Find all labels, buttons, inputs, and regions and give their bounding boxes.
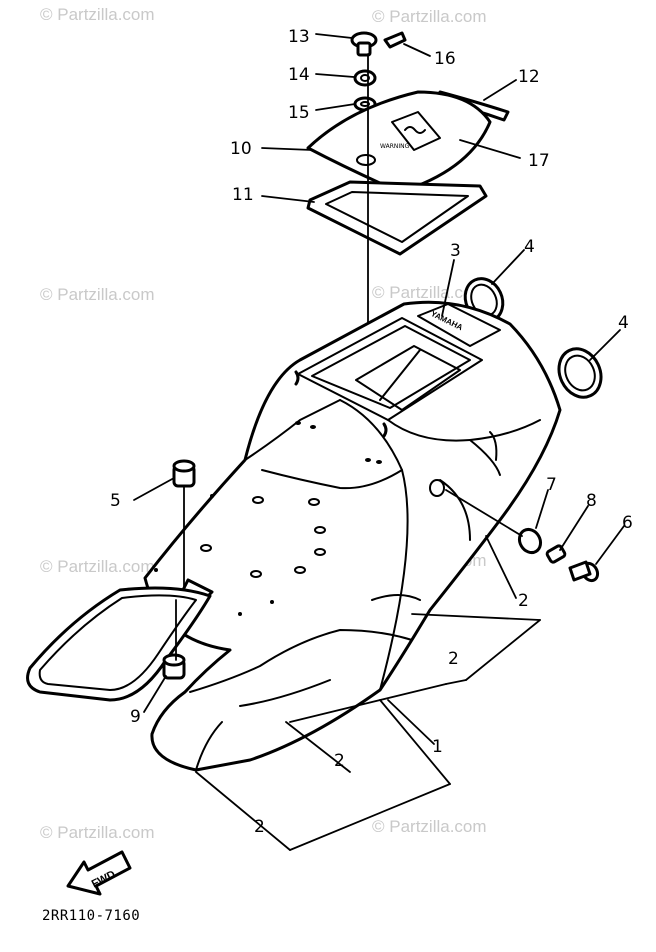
- callout-4-lower: 4: [618, 313, 629, 333]
- watermark: © Partzilla.com: [40, 557, 155, 576]
- callout-14: 14: [288, 65, 310, 85]
- leader-lines: [133, 33, 625, 851]
- callout-5: 5: [110, 491, 121, 511]
- callout-2-b: 2: [448, 649, 459, 669]
- callout-2-c: 2: [334, 751, 345, 771]
- strap-part: [26, 586, 212, 702]
- watermark: © Partzilla.com: [40, 823, 155, 842]
- damper-lower-part: [162, 653, 186, 680]
- side-grommet-part: [517, 527, 543, 555]
- callouts: 13 16 14 15 12 10 17 11 3 4 4 5 7 8 6 2 …: [110, 27, 633, 837]
- forward-arrow-icon: FWD: [66, 850, 132, 896]
- callout-16: 16: [434, 49, 456, 69]
- callout-7: 7: [546, 475, 557, 495]
- collar-part: [545, 544, 567, 564]
- callout-2-a: 2: [518, 591, 529, 611]
- callout-4-upper: 4: [524, 237, 535, 257]
- watermark: © Partzilla.com: [40, 285, 155, 304]
- callout-9: 9: [130, 707, 141, 727]
- bolt-part: [568, 560, 600, 583]
- callout-2-d: 2: [254, 817, 265, 837]
- callout-17: 17: [528, 151, 550, 171]
- callout-11: 11: [232, 185, 254, 205]
- clip-part: [383, 31, 407, 49]
- damper-part: [172, 459, 196, 488]
- callout-8: 8: [586, 491, 597, 511]
- grommet-part: [557, 347, 603, 399]
- cover-plate-part: WARNING: [306, 90, 492, 194]
- watermark: © Partzilla.com: [372, 817, 487, 836]
- callout-10: 10: [230, 139, 252, 159]
- watermark: © Partzilla.com: [372, 283, 487, 302]
- callout-3: 3: [450, 241, 461, 261]
- watermark: © Partzilla.com: [372, 7, 487, 26]
- watermark: © Partzilla.com: [40, 5, 155, 24]
- gasket-part: [306, 180, 488, 256]
- callout-6: 6: [622, 513, 633, 533]
- screw-part: [350, 31, 378, 57]
- callout-13: 13: [288, 27, 310, 47]
- assembly-line: [445, 489, 523, 537]
- drawing-code: 2RR110-7160: [42, 908, 140, 924]
- nut-part: [353, 69, 377, 87]
- seat-cowl-part: YAMAHA: [143, 300, 562, 772]
- svg-text:WARNING: WARNING: [380, 143, 410, 150]
- callout-15: 15: [288, 103, 310, 123]
- callout-1: 1: [432, 737, 443, 757]
- callout-12: 12: [518, 67, 540, 87]
